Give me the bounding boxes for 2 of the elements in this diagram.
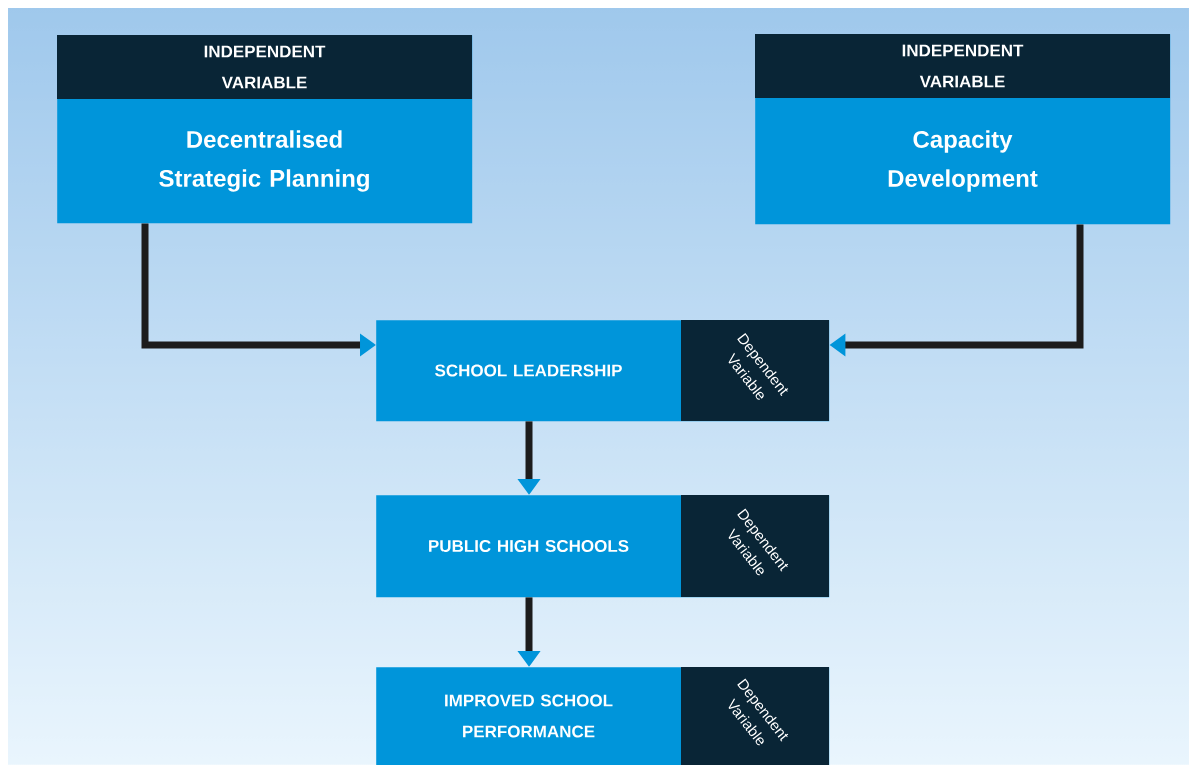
variable-box: INDEPENDENT VARIABLE Capacity Development [755,34,1171,225]
variable-box: INDEPENDENT VARIABLE Decentralised Strategic Planning [57,35,473,224]
